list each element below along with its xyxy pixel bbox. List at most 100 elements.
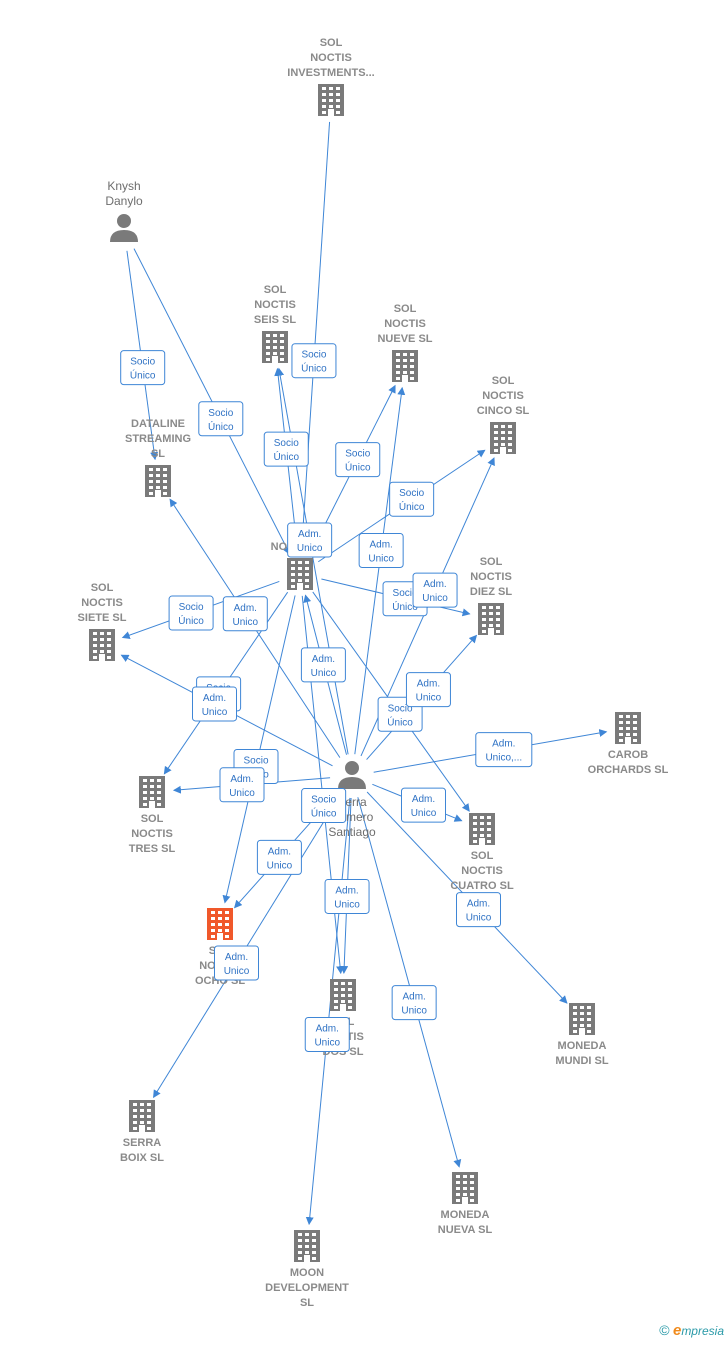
relation-label-text: Adm. xyxy=(312,654,335,665)
company-node-investments[interactable]: SOLNOCTISINVESTMENTS... xyxy=(287,37,375,116)
node-label-seis: SEIS SL xyxy=(254,314,296,326)
relation-label-text: Unico xyxy=(334,899,360,910)
company-node-moneda_nueva[interactable]: MONEDA NUEVA SL xyxy=(438,1172,493,1236)
node-label-tres: TRES SL xyxy=(129,843,176,855)
relation-label-serra-serra_boix[interactable]: Adm.Unico xyxy=(214,945,259,981)
building-icon xyxy=(615,712,641,744)
node-label-investments: NOCTIS xyxy=(310,52,352,64)
building-icon xyxy=(89,629,115,661)
relation-label-text: Unico xyxy=(229,788,255,799)
node-label-diez: NOCTIS xyxy=(470,571,512,583)
relation-label-text: Unico xyxy=(401,1006,427,1017)
node-label-dataline: SL xyxy=(151,448,165,460)
relation-label-text: Adm. xyxy=(423,579,446,590)
relation-label-text: Socio xyxy=(393,588,418,599)
relation-label-text: Adm. xyxy=(203,693,226,704)
relation-label-serra-moneda_mundi[interactable]: Adm. Unico xyxy=(456,892,501,928)
relation-label-serra-tres[interactable]: Adm.Unico xyxy=(219,767,265,803)
node-label-diez: DIEZ SL xyxy=(470,586,512,598)
relation-label-text: Adm. xyxy=(234,603,257,614)
relation-label-text: Adm. xyxy=(298,529,321,540)
relation-label-serra-dataline[interactable]: Adm. Unico xyxy=(222,596,268,632)
relation-label-text: Único xyxy=(387,715,413,728)
building-icon xyxy=(478,603,504,635)
relation-label-text: Único xyxy=(301,362,327,375)
relation-label-text: Unico xyxy=(416,693,442,704)
relation-label-text: Unico xyxy=(202,707,228,718)
relation-label-serra-cuatro[interactable]: Adm. Unico xyxy=(401,787,446,823)
node-label-investments: SOL xyxy=(320,37,343,49)
node-label-serra_boix: BOIX SL xyxy=(120,1152,164,1164)
relation-label-text: Unico xyxy=(411,808,437,819)
node-label-cinco: NOCTIS xyxy=(482,390,524,402)
building-icon xyxy=(262,331,288,363)
relation-label-serra-diez[interactable]: Adm.Unico xyxy=(405,672,451,708)
relation-label-serra-ocho[interactable]: Adm.Unico xyxy=(256,839,302,875)
relation-label-text: Unico xyxy=(466,913,492,924)
node-label-siete: NOCTIS xyxy=(81,597,123,609)
node-label-carob: CAROB xyxy=(608,749,648,761)
relation-label-text: Unico xyxy=(233,617,259,628)
building-icon xyxy=(318,84,344,116)
entity-nodes: SOLNOCTISINVESTMENTS...KnyshDanyloSOLNOC… xyxy=(78,37,669,1309)
node-label-siete: SIETE SL xyxy=(78,612,127,624)
relation-label-text: Único xyxy=(399,500,425,513)
relation-label-serra-siete[interactable]: Adm. Unico xyxy=(192,686,237,722)
relation-edges xyxy=(120,121,608,1226)
relation-label-serra-cinco[interactable]: Adm.Unico xyxy=(412,572,458,608)
relation-label-serra-solnoctis[interactable]: Adm.Unico xyxy=(300,647,346,683)
relation-label-text: Adm. xyxy=(467,899,490,910)
relation-label-text: Unico xyxy=(368,554,394,565)
node-label-moneda_nueva: NUEVA SL xyxy=(438,1224,493,1236)
relation-label-text: Único xyxy=(178,614,204,627)
node-label-knysh: Knysh xyxy=(107,179,140,193)
building-icon xyxy=(490,422,516,454)
relation-label-text: Socio xyxy=(243,756,268,767)
node-label-siete: SOL xyxy=(91,582,114,594)
node-label-nueve: NUEVE SL xyxy=(377,333,432,345)
relation-label-text: Único xyxy=(311,807,337,820)
node-label-tres: NOCTIS xyxy=(131,828,173,840)
relation-label-serra-seis[interactable]: Adm.Unico xyxy=(287,522,333,558)
company-node-siete[interactable]: SOL NOCTIS SIETE SL xyxy=(78,582,127,661)
person-icon xyxy=(338,761,366,789)
relation-label-text: Adm. xyxy=(369,540,392,551)
brand-initial: e xyxy=(672,1322,682,1339)
building-icon xyxy=(392,350,418,382)
relation-label-serra-moon[interactable]: Adm.Unico xyxy=(304,1017,350,1052)
relation-label-text: Unico xyxy=(224,966,250,977)
building-icon xyxy=(569,1003,595,1035)
node-label-cinco: CINCO SL xyxy=(477,405,530,417)
relation-label-text: Adm. xyxy=(412,794,435,805)
relation-label-serra-dos[interactable]: Adm.Unico xyxy=(324,878,370,914)
relation-edge-serra-nueve xyxy=(354,386,406,755)
building-icon xyxy=(294,1230,320,1262)
relation-label-text: Adm. xyxy=(492,739,515,750)
relation-label-serra-moneda_nueva[interactable]: Adm.Unico xyxy=(391,985,437,1021)
relation-label-serra-carob[interactable]: Adm.Unico,... xyxy=(475,732,533,768)
relation-label-serra-nueve[interactable]: Adm. Unico xyxy=(358,533,404,568)
node-label-moneda_nueva: MONEDA xyxy=(441,1209,490,1221)
